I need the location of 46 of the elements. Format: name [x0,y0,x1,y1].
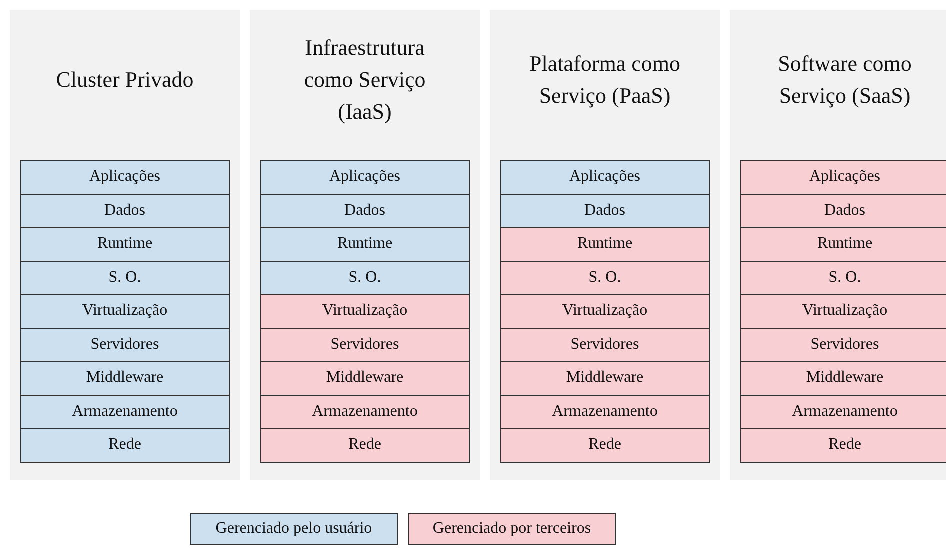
column-title: Plataforma como Serviço (PaaS) [528,50,682,110]
layer-box: Armazenamento [500,394,710,429]
layer-box: Servidores [740,328,946,362]
layer-box: Virtualização [20,294,230,328]
column-panel [250,10,480,480]
layer-box: S. O. [20,260,230,295]
layer-box: Middleware [740,361,946,396]
layer-box: Dados [500,194,710,228]
layer-box: Virtualização [740,294,946,328]
layer-box: Dados [260,194,470,228]
layer-box: Armazenamento [740,394,946,429]
layer-box: Middleware [500,361,710,396]
column-title: Software como Serviço (SaaS) [777,50,913,110]
column-panel [490,10,720,480]
layer-box: Runtime [260,227,470,262]
layer-box: Armazenamento [20,394,230,429]
layer-box: Virtualização [260,294,470,328]
layer-box: Middleware [20,361,230,396]
column-title: Infraestrutura como Serviço (IaaS) [303,34,427,126]
legend-item: Gerenciado pelo usuário [190,513,398,545]
legend-item: Gerenciado por terceiros [408,513,616,545]
layer-box: Rede [500,428,710,462]
layer-box: Runtime [20,227,230,262]
column-title: Cluster Privado [56,66,194,94]
layer-box: Rede [20,428,230,462]
layer-box: Virtualização [500,294,710,328]
layer-box: Servidores [500,328,710,362]
layer-box: Rede [740,428,946,462]
layer-box: Rede [260,428,470,462]
layer-box: Aplicações [500,160,710,194]
layer-box: Aplicações [740,160,946,194]
layer-box: Runtime [740,227,946,262]
layer-box: Dados [740,194,946,228]
layer-box: Dados [20,194,230,228]
layer-box: Runtime [500,227,710,262]
layer-box: Aplicações [20,160,230,194]
column-panel [10,10,240,480]
layer-box: Aplicações [260,160,470,194]
layer-box: Servidores [260,328,470,362]
column-panel [730,10,946,480]
layer-box: Middleware [260,361,470,396]
layer-box: S. O. [260,260,470,295]
layer-box: S. O. [740,260,946,295]
layer-box: Armazenamento [260,394,470,429]
layer-box: Servidores [20,328,230,362]
layer-box: S. O. [500,260,710,295]
